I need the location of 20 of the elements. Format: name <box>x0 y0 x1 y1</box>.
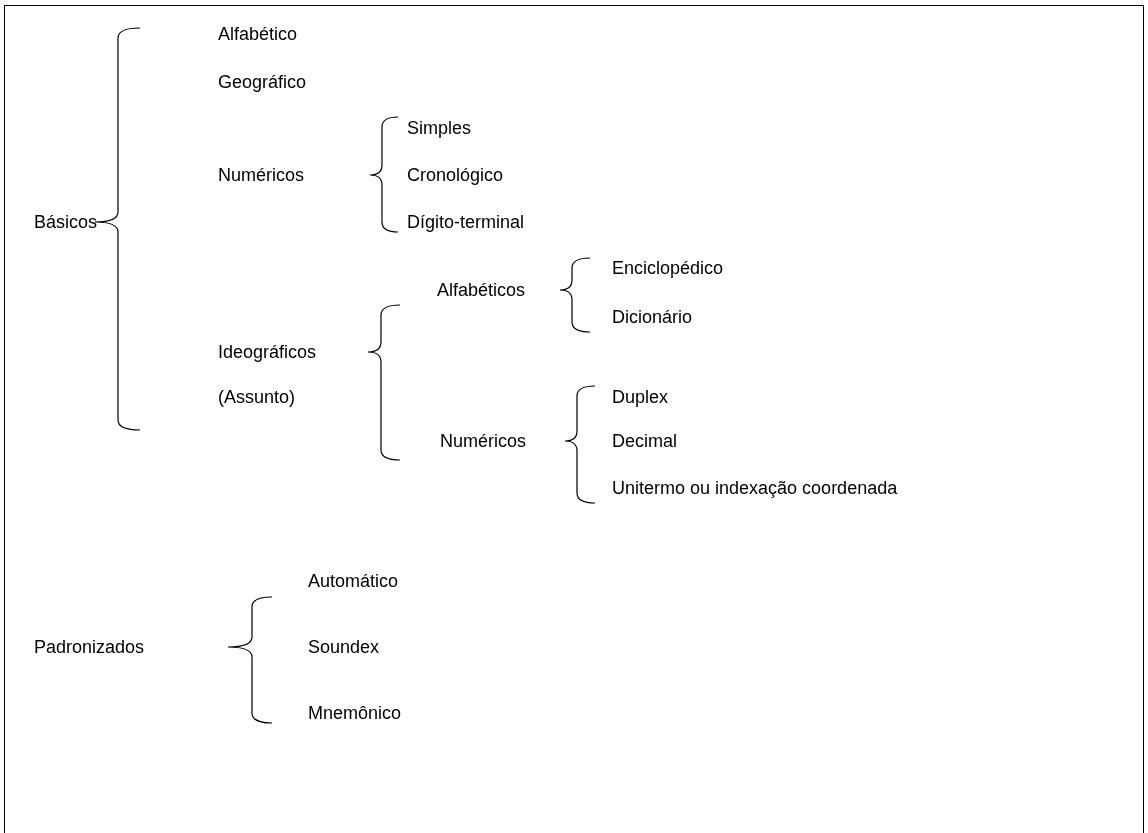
category-label: Padronizados <box>34 636 145 658</box>
category-label: Duplex <box>612 386 669 408</box>
category-label: Mnemônico <box>308 702 402 724</box>
category-label: Alfabético <box>218 23 298 45</box>
category-label: (Assunto) <box>218 386 296 408</box>
category-label: Numéricos <box>218 164 305 186</box>
category-label: Básicos <box>34 211 98 233</box>
category-label: Ideográficos <box>218 341 317 363</box>
category-label: Alfabéticos <box>437 279 526 301</box>
category-label: Enciclopédico <box>612 257 724 279</box>
category-label: Cronológico <box>407 164 504 186</box>
category-label: Unitermo ou indexação coordenada <box>612 477 898 499</box>
category-label: Automático <box>308 570 399 592</box>
category-label: Numéricos <box>440 430 527 452</box>
category-label: Geográfico <box>218 71 307 93</box>
category-label: Decimal <box>612 430 677 452</box>
category-label: Dígito-terminal <box>407 211 525 233</box>
category-label: Dicionário <box>612 306 693 328</box>
category-label: Soundex <box>308 636 380 658</box>
category-label: Simples <box>407 117 472 139</box>
